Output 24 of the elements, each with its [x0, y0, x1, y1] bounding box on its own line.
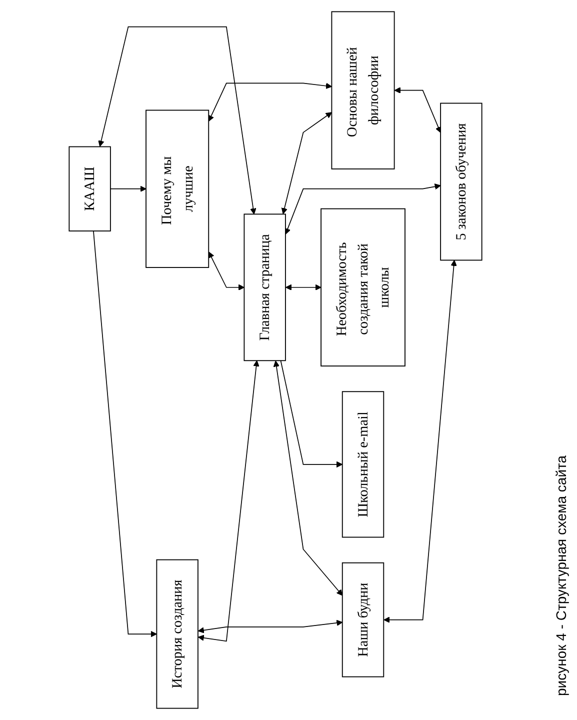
- arrow: [198, 360, 260, 642]
- node-box: Наши будни: [342, 562, 384, 678]
- arrow: [285, 284, 322, 291]
- arrow: [98, 26, 256, 214]
- node-box: Необходимость создания такой школы: [320, 208, 406, 366]
- arrow: [110, 186, 146, 192]
- arrow: [273, 360, 343, 596]
- arrow: [394, 87, 442, 133]
- arrow: [281, 112, 332, 214]
- node-box: История создания: [156, 559, 198, 709]
- arrow: [208, 82, 332, 122]
- node-box: Основы нашей философии: [331, 11, 395, 170]
- figure-caption: рисунок 4 - Структурная схема сайта: [553, 455, 569, 696]
- node-box: КААШ: [68, 146, 111, 232]
- arrow: [93, 230, 157, 638]
- node-box: 5 законов обучения: [440, 102, 482, 261]
- node-box: Главная страница: [244, 214, 286, 362]
- arrow: [384, 260, 457, 623]
- node-box: Почему мы лучшие: [146, 110, 210, 268]
- arrow: [284, 184, 441, 234]
- arrow: [198, 620, 343, 634]
- node-box: Школьный e-mail: [342, 391, 384, 538]
- arrow: [208, 252, 244, 291]
- arrow: [280, 360, 343, 468]
